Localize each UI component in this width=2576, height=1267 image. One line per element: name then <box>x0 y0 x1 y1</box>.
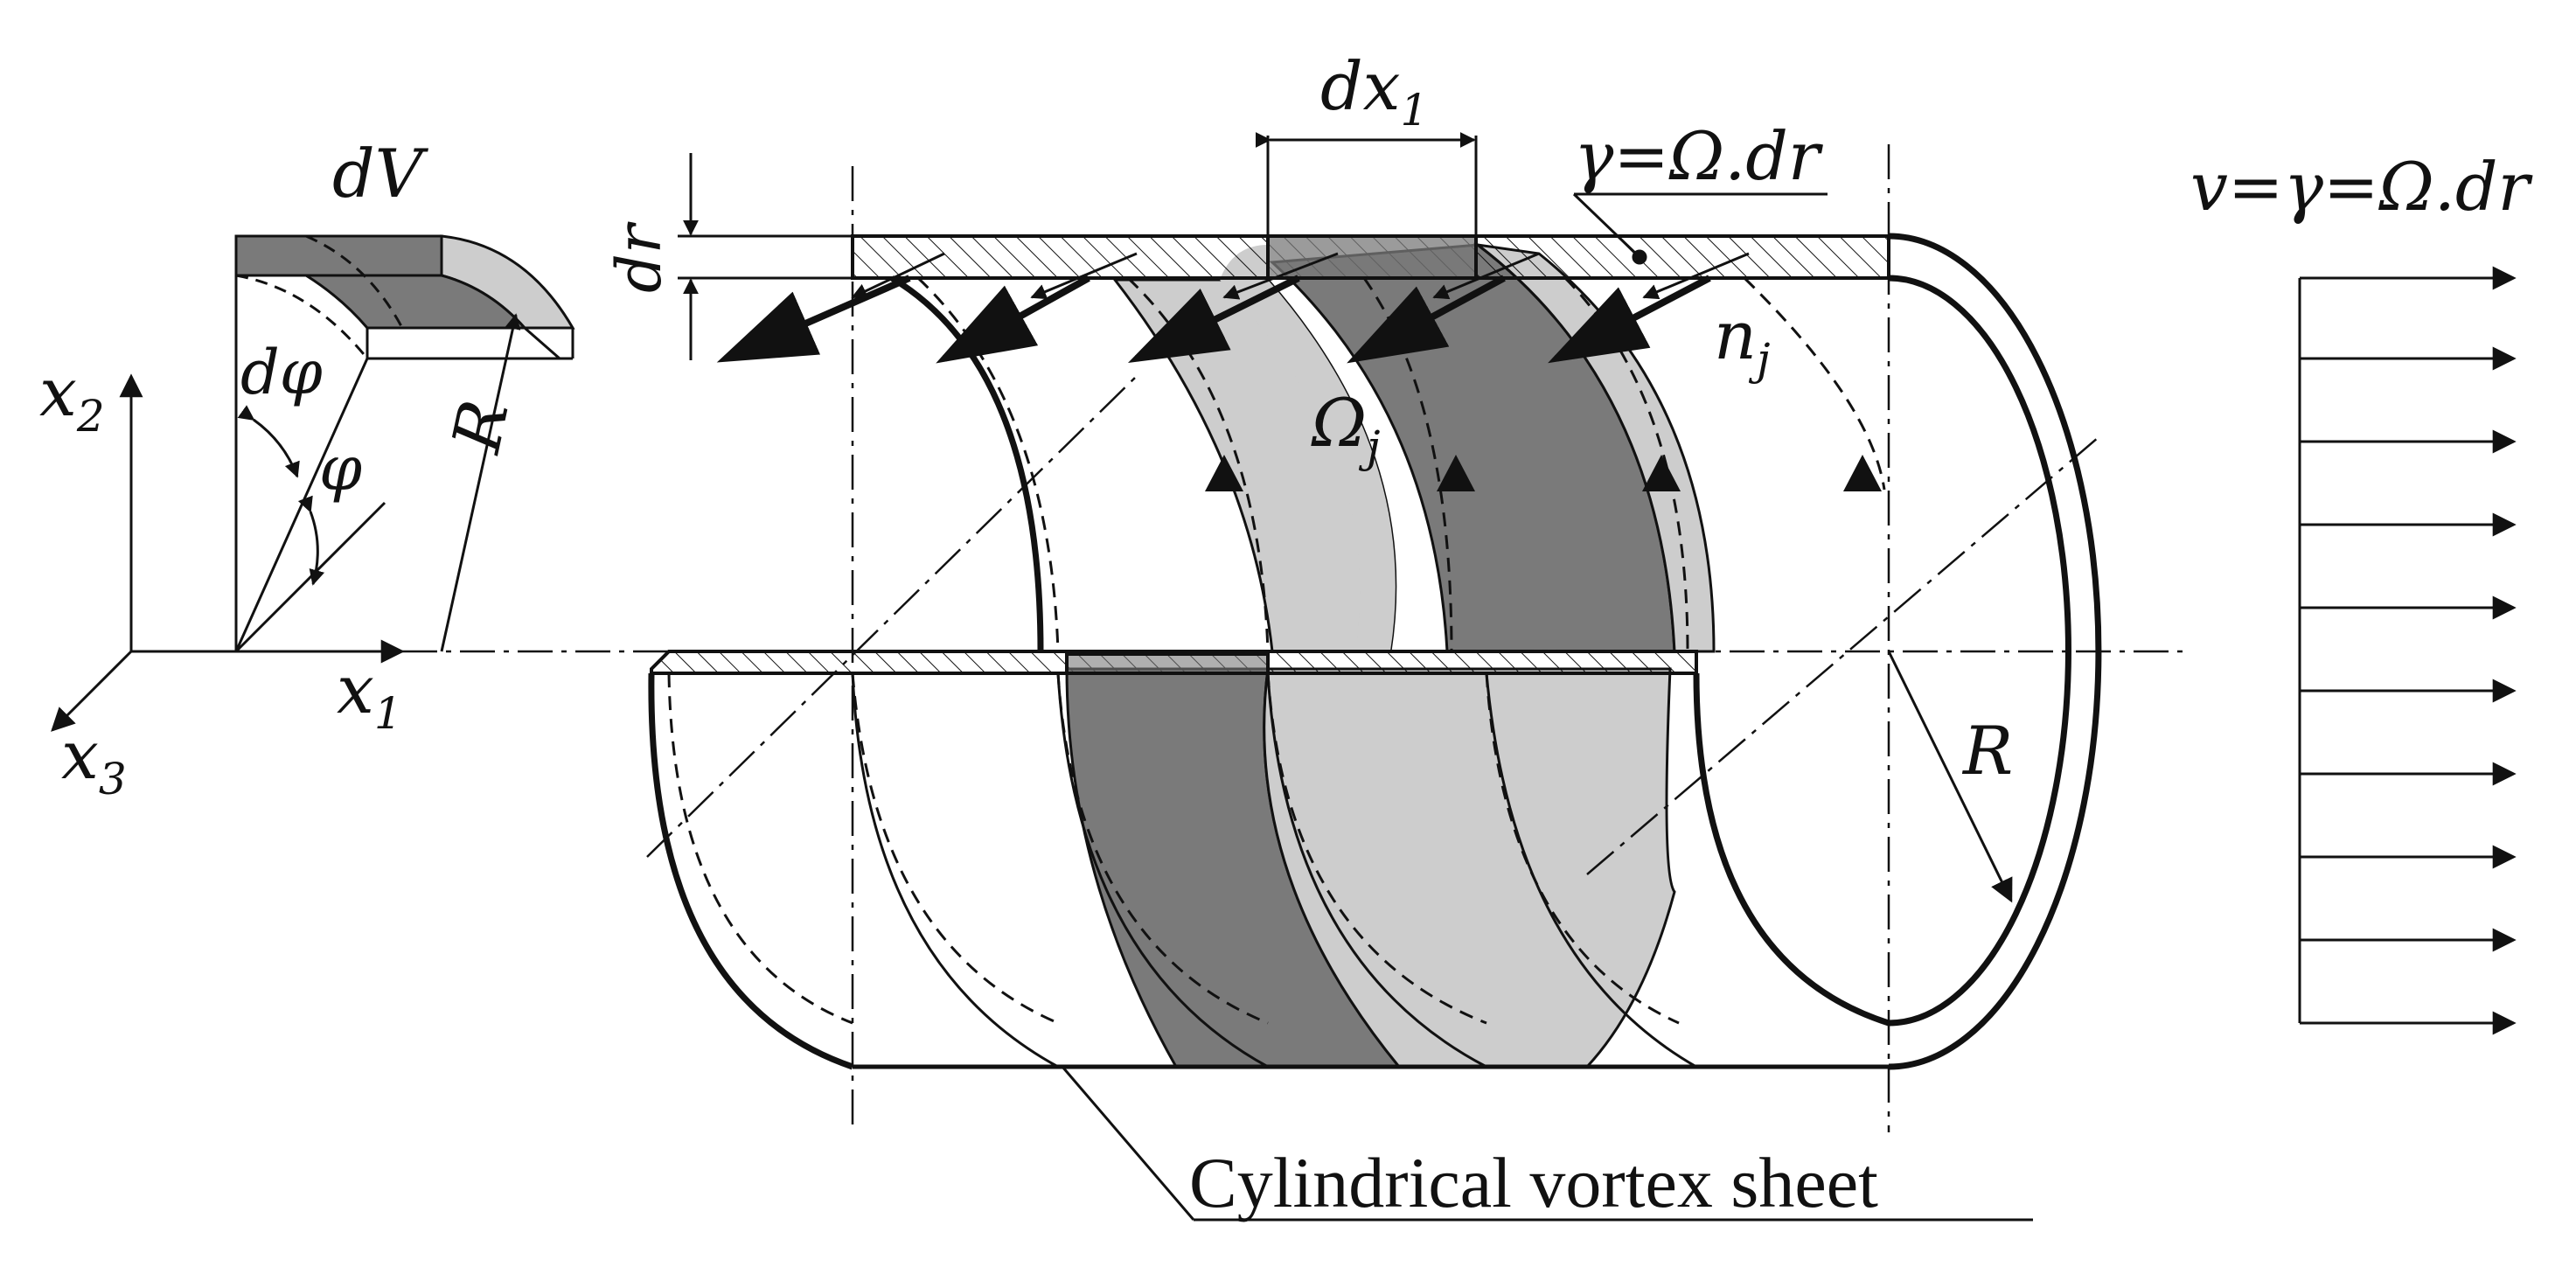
label-dr: dr <box>603 221 675 293</box>
gamma-leader <box>1572 192 1828 265</box>
label-x1: x1 <box>337 651 402 739</box>
label-phi: φ <box>319 433 362 505</box>
label-n-j: nj <box>1714 296 1770 385</box>
coordinate-axes <box>51 373 405 732</box>
label-gamma: γ=Ω.dr <box>1574 117 1824 195</box>
label-dV: dV <box>332 135 429 212</box>
cylinder-radius-arrow <box>1887 651 2013 903</box>
ring-direction-arrows <box>1205 455 1882 491</box>
cut-sheet-strip <box>650 650 1698 675</box>
label-velocity: v=γ=Ω.dr <box>2190 148 2534 226</box>
label-R-cylinder: R <box>1961 712 2013 790</box>
velocity-profile <box>2298 266 2517 1035</box>
label-dphi: dφ <box>240 337 323 408</box>
label-R-element: R <box>436 393 523 460</box>
caption-leader <box>1061 1066 2033 1222</box>
dx1-dimension <box>1255 132 1478 236</box>
vorticity-arrows-thin <box>851 252 1750 300</box>
label-dx1: dx1 <box>1320 47 1428 136</box>
vorticity-arrows <box>716 275 1711 364</box>
label-omega-j: Ωj <box>1311 384 1381 472</box>
dr-dimension <box>678 153 853 360</box>
caption: Cylindrical vortex sheet <box>1189 1143 1878 1222</box>
label-x3: x3 <box>61 716 127 804</box>
volume-element <box>234 234 575 653</box>
label-x2: x2 <box>39 353 105 442</box>
top-sheet-strip <box>851 234 1890 280</box>
